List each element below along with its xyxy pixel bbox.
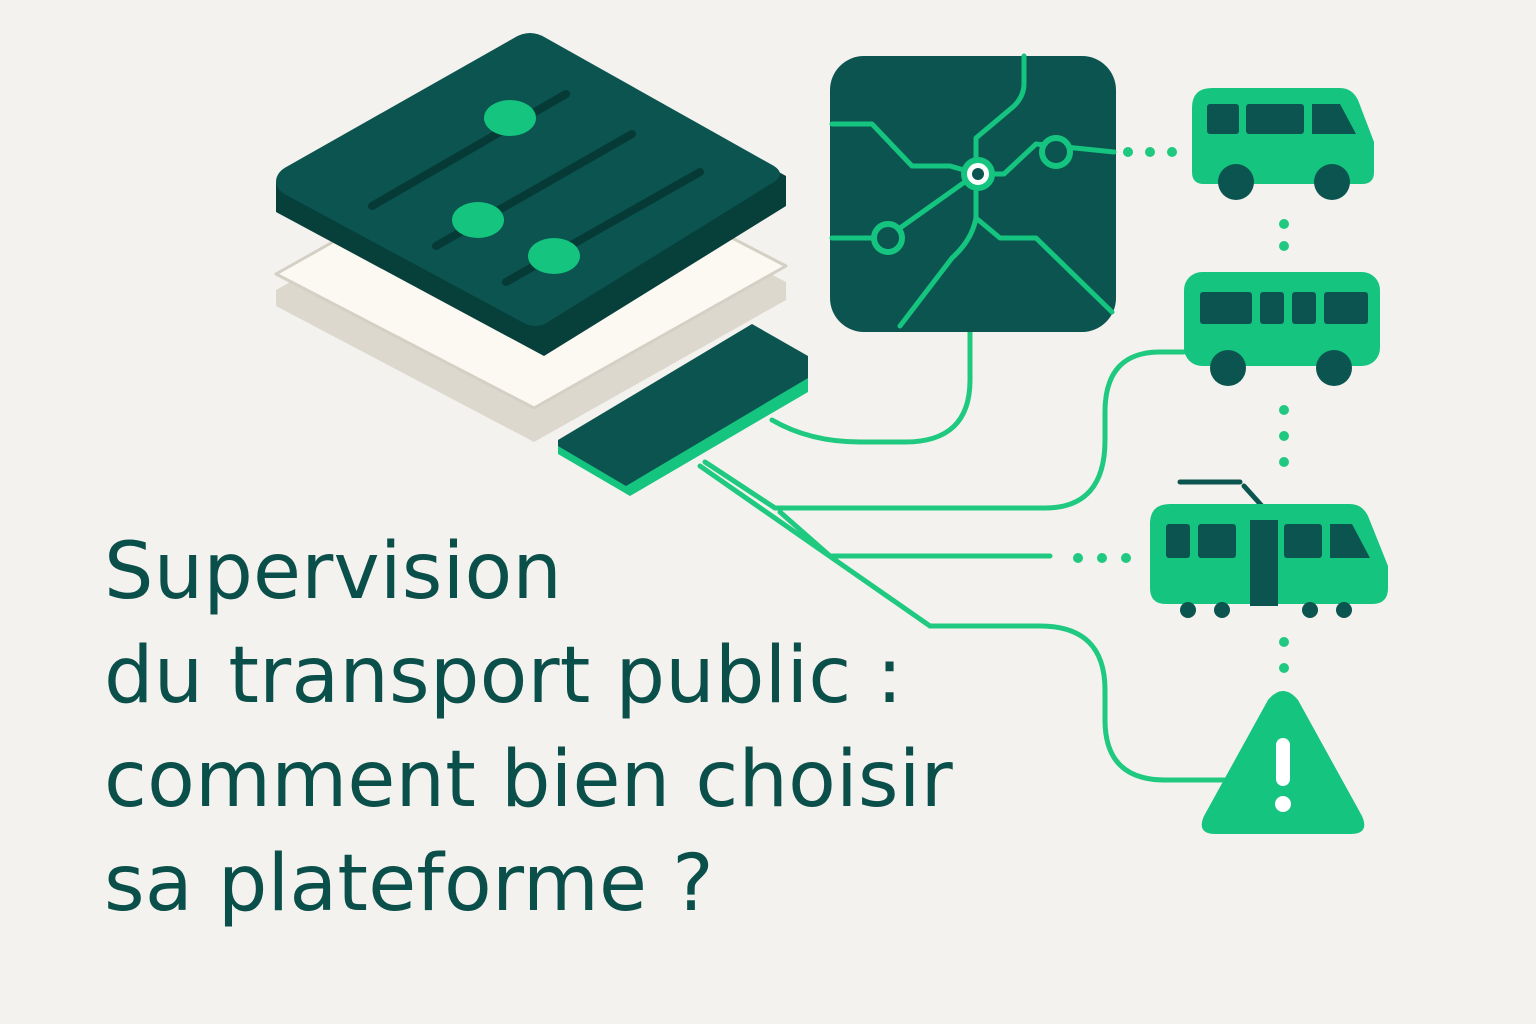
slider-knob	[528, 238, 580, 274]
title-line-1: Supervision	[104, 527, 563, 617]
map-station	[1039, 135, 1073, 169]
connection-lines	[697, 329, 1227, 783]
slider-knob	[452, 202, 504, 238]
connector-to-warning	[697, 463, 1227, 783]
connector-to-bus	[702, 349, 1187, 511]
page-title: Supervision du transport public : commen…	[104, 520, 953, 936]
map-station	[871, 221, 905, 255]
dotted-links	[1073, 147, 1289, 673]
network-map-icon	[829, 53, 1117, 332]
minibus-icon	[1192, 88, 1374, 200]
tram-icon	[1150, 479, 1388, 618]
slider-knob	[484, 100, 536, 136]
bus-icon	[1184, 272, 1380, 386]
connector-to-map	[769, 329, 973, 445]
control-panel-sliders-icon	[274, 33, 808, 496]
title-line-4: sa plateforme ?	[104, 839, 714, 929]
title-line-2: du transport public :	[104, 631, 903, 721]
title-line-3: comment bien choisir	[104, 735, 953, 825]
warning-icon	[1201, 691, 1365, 834]
